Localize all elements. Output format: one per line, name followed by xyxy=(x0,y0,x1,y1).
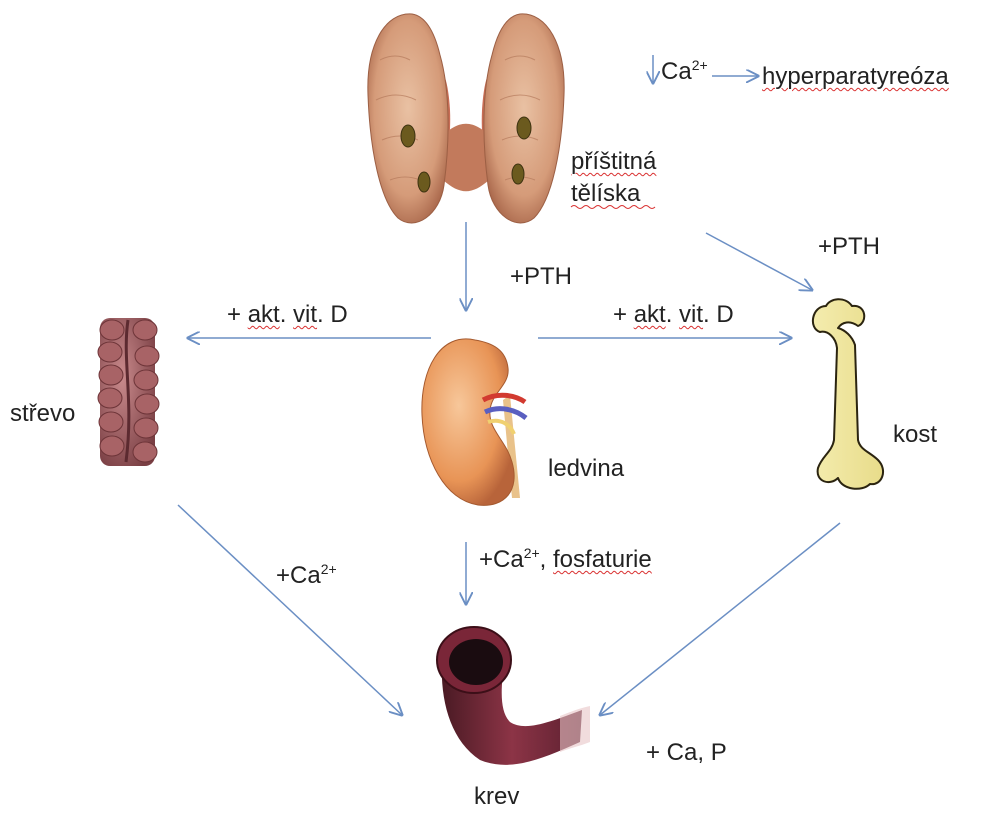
vit-text: vit xyxy=(679,301,703,328)
arrow-parathyroid-to-bone xyxy=(706,233,812,290)
dot-text: . xyxy=(666,301,673,328)
parathyroid-label-line1: příštitná xyxy=(571,148,656,176)
intestine-label: střevo xyxy=(10,400,75,428)
akt-text: akt xyxy=(248,301,280,328)
d-text: D xyxy=(324,301,348,328)
d-text: D xyxy=(710,301,734,328)
calcium-from-kidney-label: +Ca2+, fosfaturie xyxy=(479,546,652,574)
ca-charge: 2+ xyxy=(321,561,337,577)
blood-vessel-illustration xyxy=(437,627,590,765)
kidney-label: ledvina xyxy=(548,455,624,483)
kidney-illustration xyxy=(422,339,526,505)
ca-text: +Ca xyxy=(479,546,524,573)
akt-text: akt xyxy=(634,301,666,328)
hyperparathyroidism-label: hyperparatyreóza xyxy=(762,63,949,91)
bone-label: kost xyxy=(893,421,937,449)
pth-to-bone-label: +PTH xyxy=(818,233,880,261)
calcium-phosphate-label: + Ca, P xyxy=(646,739,727,767)
dot-text: . xyxy=(280,301,287,328)
plus-text: + xyxy=(613,301,634,328)
parathyroid-illustration xyxy=(368,14,564,223)
parathyroid-gland xyxy=(512,164,524,184)
parathyroid-gland xyxy=(418,172,430,192)
parathyroid-gland xyxy=(401,125,415,147)
dot-text: . xyxy=(703,301,710,328)
phosphaturia-text: fosfaturie xyxy=(553,546,652,573)
vitamin-d-to-intestine-label: + akt. vit. D xyxy=(227,301,348,329)
intestine-illustration xyxy=(98,318,159,466)
ca-charge: 2+ xyxy=(524,545,540,561)
arrow-intestine-to-blood xyxy=(178,505,402,715)
plus-text: + xyxy=(227,301,248,328)
parathyroid-gland xyxy=(517,117,531,139)
dot-text: . xyxy=(317,301,324,328)
ca-charge: 2+ xyxy=(692,57,708,73)
pth-to-kidney-label: +PTH xyxy=(510,263,572,291)
parathyroid-label-line2: tělíska xyxy=(571,180,640,208)
calcium-from-intestine-label: +Ca2+ xyxy=(276,562,337,590)
vitamin-d-to-bone-label: + akt. vit. D xyxy=(613,301,734,329)
blood-label: krev xyxy=(474,783,519,811)
ca-deficit-label: Ca2+ xyxy=(661,58,708,86)
separator-text: , xyxy=(540,546,553,573)
ca-text: Ca xyxy=(661,58,692,85)
ca-text: +Ca xyxy=(276,562,321,589)
vit-text: vit xyxy=(293,301,317,328)
bone-illustration xyxy=(813,299,883,489)
